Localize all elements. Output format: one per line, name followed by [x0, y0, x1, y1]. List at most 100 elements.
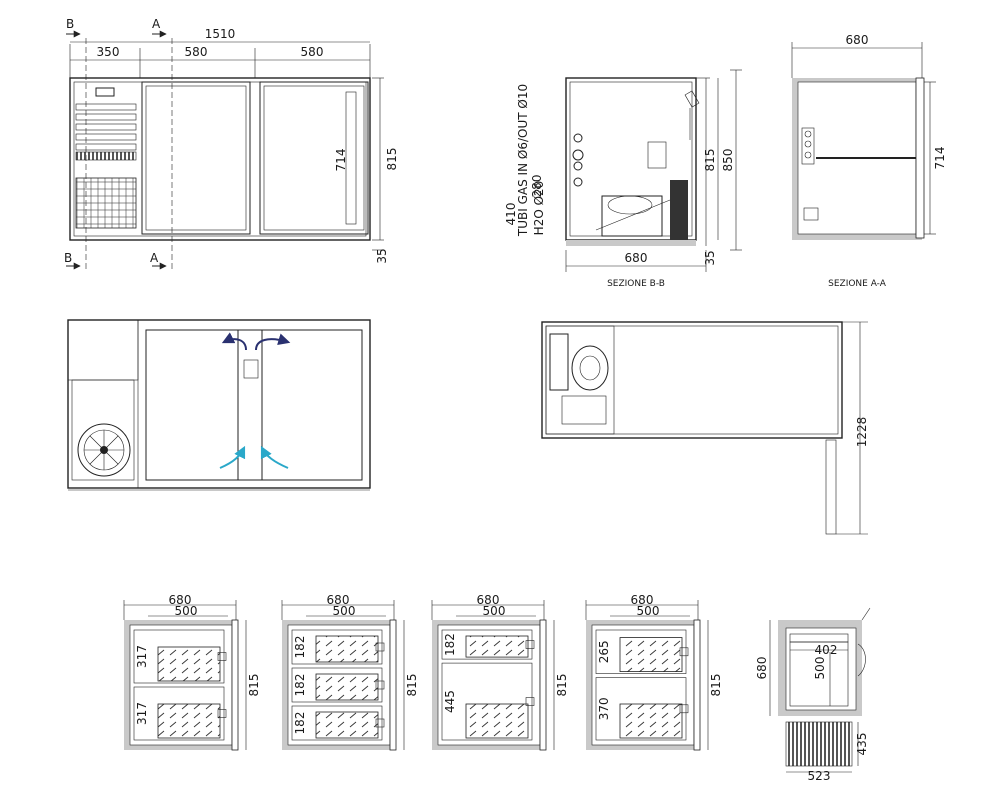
- pipe-drain: [573, 177, 583, 187]
- airflow-arrow-in-right: [260, 445, 289, 469]
- dim-width-mid: 580: [185, 45, 208, 59]
- dim-drawer-height: 445: [443, 690, 457, 713]
- dim-drawer-height: 182: [293, 674, 307, 697]
- dim-door-open: 1228: [855, 417, 869, 448]
- top-view: 1228: [541, 321, 869, 535]
- airflow-arrow-in-left: [219, 445, 246, 469]
- drawer: 317: [133, 686, 227, 741]
- dim-base: 35: [375, 248, 389, 263]
- dim-aa-inner-height: 714: [933, 147, 947, 170]
- drawer-basket: [465, 635, 529, 658]
- dim-config-inner: 500: [637, 604, 660, 618]
- dim-total-width: 1510: [205, 27, 236, 41]
- dim-drawer-height: 182: [293, 712, 307, 735]
- dim-drawer-height: 182: [293, 636, 307, 659]
- dim-config-depth: 680: [631, 593, 654, 607]
- cabinet-front-body: [69, 77, 371, 241]
- dim-config-inner: 500: [175, 604, 198, 618]
- dim-detail-width: 402: [815, 643, 838, 657]
- drawer-basket: [315, 673, 379, 701]
- condenser-fan: [77, 423, 131, 477]
- door-right: [259, 81, 369, 235]
- dim-detail-extension: 435: [855, 733, 869, 756]
- drawer: 182: [291, 667, 385, 703]
- dim-config-depth: 680: [327, 593, 350, 607]
- drawer: 265: [595, 629, 689, 674]
- section-marker-b-bottom: B: [64, 251, 81, 270]
- tubi-gas-label: TUBI GAS IN Ø6/OUT Ø10: [516, 84, 530, 237]
- dim-config-height: 815: [247, 674, 261, 697]
- airflow-arrow-out-right: [255, 333, 291, 351]
- dim-280: 280: [530, 175, 544, 198]
- drawer-configurations: 6805008153173176805008151821821826805008…: [123, 593, 723, 751]
- dim-detail-base-width: 523: [808, 769, 831, 783]
- dim-inner-height: 714: [334, 149, 348, 172]
- h2o-label: H2O Ø20: [532, 181, 546, 236]
- dim-drawer-height: 182: [443, 633, 457, 656]
- dim-bb-height: 815: [703, 149, 717, 172]
- drawer-basket: [619, 637, 683, 672]
- condenser-coil: [670, 180, 688, 240]
- drawer: 445: [441, 662, 535, 741]
- compressor: [601, 195, 663, 237]
- section-b-label-bottom: B: [64, 251, 72, 265]
- drawer-basket: [465, 703, 529, 739]
- dim-410: 410: [504, 203, 518, 226]
- top-compressor-bay: [545, 325, 615, 435]
- dim-height: 815: [385, 148, 399, 171]
- drawer: 182: [441, 629, 535, 660]
- pipe-gas-in: [572, 149, 584, 161]
- drawer-basket: [619, 703, 683, 739]
- section-b-label: B: [66, 17, 74, 31]
- drawer-basket: [315, 711, 379, 739]
- drawer: 370: [595, 677, 689, 741]
- dim-bb-depth: 680: [625, 251, 648, 265]
- section-marker-a-top: A: [152, 17, 173, 270]
- section-a-a: 680 714 SEZIONE A-A: [791, 33, 947, 289]
- front-louvre-panel: [75, 103, 137, 161]
- door-left: [141, 81, 251, 235]
- pipe-h2o: [573, 161, 583, 171]
- section-marker-a-bottom: A: [150, 251, 167, 270]
- drawer-detail: 402 500 680 435 523: [755, 607, 871, 783]
- rear-panel: [145, 329, 363, 481]
- condenser-grille: [75, 177, 137, 229]
- dim-config-depth: 680: [477, 593, 500, 607]
- valve-assembly: [647, 141, 667, 169]
- rear-view: [67, 319, 371, 491]
- aa-evaporator: [801, 127, 815, 165]
- dim-drawer-height: 317: [135, 645, 149, 668]
- dim-config-height: 815: [709, 674, 723, 697]
- drawer-basket: [157, 703, 221, 739]
- dim-width-left: 350: [97, 45, 120, 59]
- pipe-gas-out: [573, 133, 583, 143]
- door-handle: [345, 91, 357, 225]
- drawer-runner-extended: [785, 721, 853, 767]
- dim-config-height: 815: [555, 674, 569, 697]
- airflow-duct: [237, 329, 263, 481]
- dim-bb-base: 35: [703, 250, 717, 265]
- drawer: 182: [291, 705, 385, 741]
- dim-config-inner: 500: [483, 604, 506, 618]
- dim-drawer-height: 370: [597, 697, 611, 720]
- section-aa-caption: SEZIONE A-A: [828, 279, 887, 289]
- drawer: 317: [133, 629, 227, 684]
- dim-aa-depth: 680: [846, 33, 869, 47]
- dim-bb-total-height: 850: [721, 149, 735, 172]
- dim-config-inner: 500: [333, 604, 356, 618]
- drawer-basket: [157, 646, 221, 682]
- section-bb-caption: SEZIONE B-B: [607, 279, 665, 289]
- dim-config-depth: 680: [169, 593, 192, 607]
- section-a-label: A: [152, 17, 161, 31]
- dim-config-height: 815: [405, 674, 419, 697]
- dim-detail-inner: 500: [813, 657, 827, 680]
- top-compressor: [571, 345, 609, 391]
- front-view: B A B A 1510 350 580 580: [64, 17, 399, 270]
- drawer: 182: [291, 629, 385, 665]
- open-door-leaf: [825, 439, 837, 535]
- control-panel-display: [95, 87, 115, 97]
